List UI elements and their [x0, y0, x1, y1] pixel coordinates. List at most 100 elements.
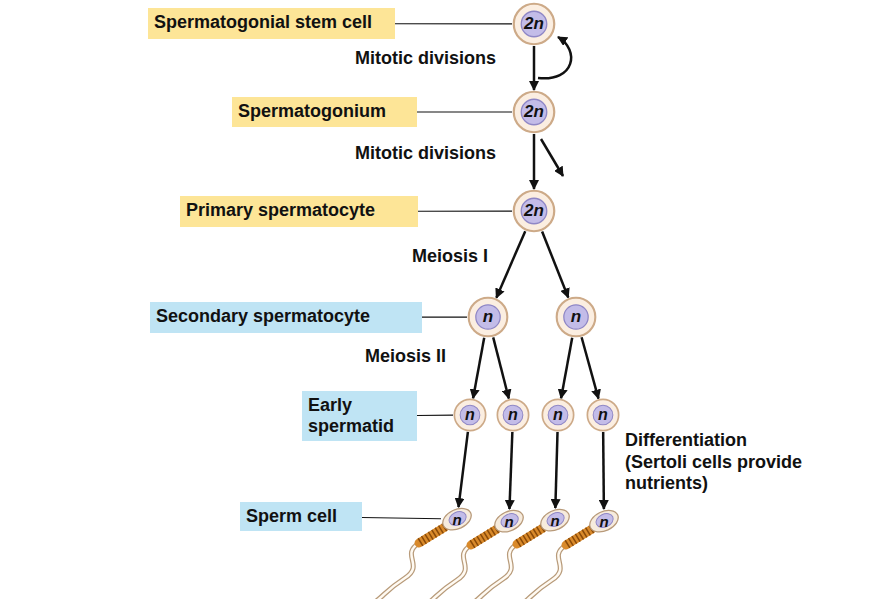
division-arrow	[473, 338, 484, 399]
stage-label-box: Secondary spermatocyte	[150, 302, 422, 333]
cell-nucleus	[548, 405, 568, 425]
sperm-tails	[375, 543, 566, 599]
stage-label-box: Sperm cell	[240, 502, 362, 531]
cell-nucleus	[503, 405, 523, 425]
sperm-tail	[427, 545, 471, 599]
sperm-head: n	[539, 508, 571, 532]
division-arrow	[555, 432, 557, 508]
ploidy-label: n	[571, 307, 581, 327]
cell-circle: n	[541, 398, 575, 432]
process-note: Differentiation (Sertoli cells provide n…	[625, 430, 803, 495]
midpiece-stripes	[419, 527, 445, 543]
ploidy-label: 2n	[524, 201, 544, 221]
sperm-tail	[375, 543, 419, 599]
division-arrow	[493, 337, 509, 398]
division-arrow	[496, 231, 525, 298]
cell-nucleus	[476, 305, 500, 329]
leader-line	[418, 210, 512, 211]
head-membrane	[539, 508, 571, 532]
cell-nucleus	[564, 305, 588, 329]
division-label: Mitotic divisions	[355, 48, 496, 70]
cell-circle: 2n	[512, 90, 556, 134]
ploidy-label: n	[553, 406, 563, 424]
sperm-midpiece	[419, 527, 445, 543]
head-nucleus	[447, 509, 469, 528]
division-label: Meiosis II	[365, 346, 446, 368]
midpiece-stripes	[471, 529, 497, 545]
sperm-head: n	[441, 507, 473, 531]
head-membrane	[441, 507, 473, 531]
stage-name: Sperm cell	[240, 502, 362, 531]
division-arrow	[602, 432, 605, 509]
cell-membrane	[542, 399, 573, 430]
leader-line	[395, 23, 512, 24]
midpiece-stripes	[566, 529, 592, 545]
cell-membrane	[557, 298, 596, 337]
leader-line	[362, 517, 441, 518]
stage-label-box: Spermatogonial stem cell	[148, 8, 395, 39]
ploidy-label: n	[550, 512, 559, 529]
division-arrow	[533, 134, 536, 189]
leader-line	[417, 415, 453, 417]
division-label: Mitotic divisions	[355, 143, 496, 165]
cell-nucleus	[593, 405, 613, 425]
stage-label-box: Primary spermatocyte	[180, 196, 418, 227]
sperm-head: n	[588, 509, 620, 533]
division-arrow	[509, 432, 512, 509]
cell-circle: n	[453, 398, 487, 432]
cell-membrane	[469, 298, 508, 337]
cell-membrane	[514, 191, 554, 231]
cell-circle: n	[496, 398, 530, 432]
ploidy-label: 2n	[524, 102, 544, 122]
cell-membrane	[514, 4, 554, 44]
division-arrow	[458, 432, 467, 507]
sperm-tail	[427, 545, 471, 599]
stage-name: Secondary spermatocyte	[150, 302, 422, 331]
cell-circle: n	[467, 296, 509, 338]
ploidy-label: n	[465, 406, 475, 424]
head-nucleus	[545, 510, 567, 529]
stage-label-box: Early spermatid	[302, 391, 417, 441]
sperm-tail	[522, 545, 566, 599]
stage-name: Primary spermatocyte	[180, 196, 418, 225]
division-arrow	[533, 46, 536, 90]
cell-membrane	[454, 399, 485, 430]
sperm-midpiece	[471, 529, 497, 545]
cell-nucleus	[521, 198, 547, 224]
cell-circle: 2n	[512, 189, 556, 233]
ploidy-label: 2n	[524, 14, 544, 34]
division-arrow	[542, 231, 568, 297]
stage-name: Spermatogonial stem cell	[148, 8, 395, 37]
ploidy-label: n	[599, 513, 608, 530]
sperm-head: n	[493, 509, 525, 533]
ploidy-label: n	[598, 406, 608, 424]
sperm-tail	[473, 544, 517, 599]
cell-nucleus	[521, 99, 547, 125]
ploidy-label: n	[504, 513, 513, 530]
head-membrane	[493, 509, 525, 533]
sperm-tail	[522, 545, 566, 599]
division-label: Meiosis I	[412, 246, 488, 268]
midpiece-stripes	[517, 528, 543, 544]
cell-circle: 2n	[512, 2, 556, 46]
head-membrane	[588, 509, 620, 533]
leader-line	[417, 111, 512, 112]
sperm-midpiece	[566, 529, 592, 545]
sperm-tail	[375, 543, 419, 599]
stage-label-box: Spermatogonium	[232, 97, 417, 127]
cell-membrane	[514, 92, 554, 132]
cell-nucleus	[460, 405, 480, 425]
ploidy-label: n	[483, 307, 493, 327]
division-arrow	[561, 338, 572, 399]
stage-name: Early spermatid	[302, 391, 417, 440]
cell-circle: n	[555, 296, 597, 338]
stage-name: Spermatogonium	[232, 97, 417, 126]
leader-line	[422, 316, 467, 317]
cell-circle: n	[586, 398, 620, 432]
branch-arrow	[541, 139, 563, 176]
cell-membrane	[587, 399, 618, 430]
head-nucleus	[499, 511, 521, 530]
